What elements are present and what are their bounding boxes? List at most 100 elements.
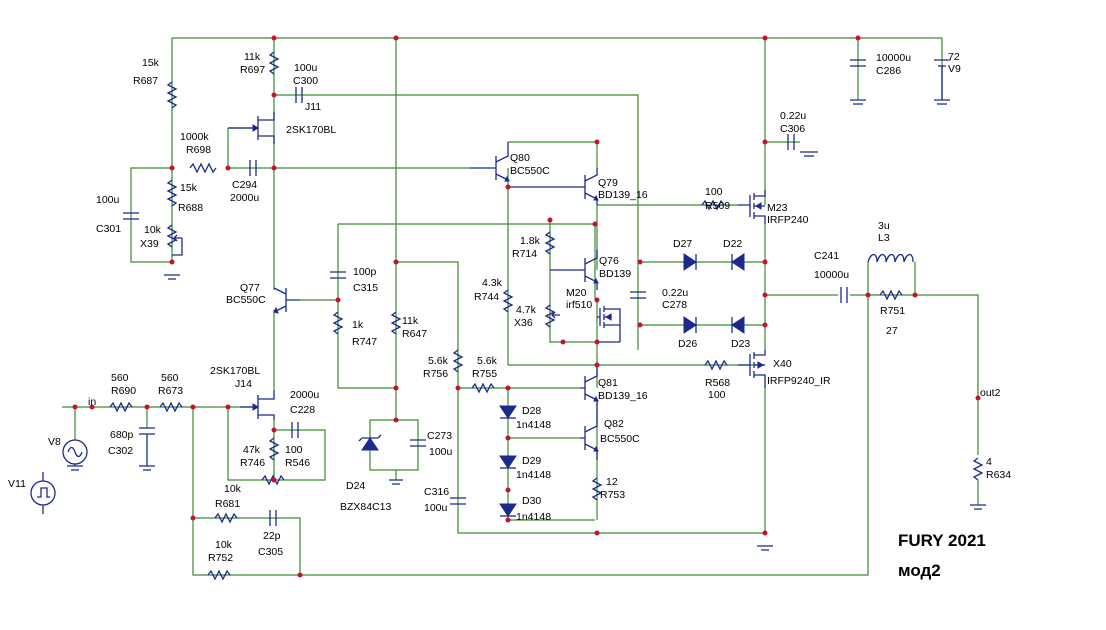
battery-v9-symbol bbox=[934, 59, 950, 100]
capacitor-c316-symbol bbox=[450, 497, 466, 505]
label-q82-ref: Q82 bbox=[604, 418, 624, 430]
label-r681-ref: R681 bbox=[215, 498, 240, 510]
label-q80-ref: Q80 bbox=[510, 152, 530, 164]
capacitor-c301-symbol bbox=[123, 212, 139, 220]
label-r751-ref: R751 bbox=[880, 305, 905, 317]
label-r688-value: 15k bbox=[180, 182, 198, 194]
capacitor-c278-symbol bbox=[630, 291, 646, 299]
resistor-r751-symbol bbox=[879, 289, 903, 301]
label-c294-ref: C294 bbox=[232, 179, 257, 191]
jfet-j14-symbol bbox=[240, 390, 275, 420]
capacitor-c286-symbol bbox=[850, 59, 866, 67]
label-c228-value: 2000u bbox=[290, 389, 319, 401]
label-r690-value: 560 bbox=[111, 372, 129, 384]
label-q79-ref: Q79 bbox=[598, 177, 618, 189]
diode-d29-symbol bbox=[499, 455, 517, 469]
bjt-q80-symbol bbox=[470, 142, 510, 182]
label-c316-ref: C316 bbox=[424, 486, 449, 498]
label-c315-value: 100p bbox=[353, 266, 377, 278]
label-r747-value: 1k bbox=[352, 319, 364, 331]
label-c241-ref: C241 bbox=[814, 250, 839, 262]
source-v11-symbol bbox=[30, 472, 56, 514]
label-m23-value: IRFP240 bbox=[767, 214, 809, 226]
resistor-r673-symbol bbox=[159, 401, 183, 413]
transistors bbox=[228, 112, 766, 460]
capacitor-c241-symbol bbox=[840, 287, 848, 303]
label-r687-value: 15k bbox=[142, 57, 160, 69]
label-r755-ref: R755 bbox=[472, 368, 497, 380]
label-c302-value: 680p bbox=[110, 429, 134, 441]
label-r697-value: 11k bbox=[244, 51, 261, 63]
capacitor-c302-symbol bbox=[139, 427, 155, 466]
resistor-r746-symbol bbox=[261, 474, 285, 486]
label-r687-ref: R687 bbox=[133, 75, 158, 87]
resistors bbox=[109, 51, 984, 581]
resistor-r647-symbol bbox=[390, 311, 402, 335]
label-r746-value: 47k bbox=[243, 444, 261, 456]
label-d26-ref: D26 bbox=[678, 338, 697, 350]
label-j14-ref: J14 bbox=[235, 378, 252, 390]
label-c228-ref: C228 bbox=[290, 404, 315, 416]
label-q81-ref: Q81 bbox=[598, 377, 618, 389]
label-x36-value: 4.7k bbox=[516, 304, 537, 316]
label-c286-value: 10000u bbox=[876, 52, 911, 64]
label-r634-ref: R634 bbox=[986, 469, 1011, 481]
label-c306-value: 0.22u bbox=[780, 110, 806, 122]
label-d29-value: 1n4148 bbox=[516, 469, 551, 481]
label-c301-value: 100u bbox=[96, 194, 120, 206]
label-r753-value: 12 bbox=[606, 476, 618, 488]
label-r690-ref: R690 bbox=[111, 385, 136, 397]
label-r673-value: 560 bbox=[161, 372, 179, 384]
label-m20-ref: M20 bbox=[566, 287, 587, 299]
capacitor-c294-symbol bbox=[249, 160, 257, 176]
diode-d27-symbol bbox=[683, 253, 697, 271]
label-d30-value: 1n4148 bbox=[516, 511, 551, 523]
potentiometer-x36-symbol bbox=[544, 304, 560, 328]
label-r681-value: 10k bbox=[224, 483, 242, 495]
bjt-q82-symbol bbox=[580, 400, 599, 460]
label-r568-value: 100 bbox=[708, 389, 726, 401]
label-r744-ref: R744 bbox=[474, 291, 499, 303]
label-r756-value: 5.6k bbox=[428, 355, 449, 367]
label-d28-value: 1n4148 bbox=[516, 419, 551, 431]
capacitor-c300-symbol bbox=[295, 87, 303, 103]
label-c278-ref: C278 bbox=[662, 299, 687, 311]
label-c305-value: 22p bbox=[263, 530, 281, 542]
label-d22-ref: D22 bbox=[723, 238, 742, 250]
resistor-r755-symbol bbox=[471, 382, 495, 394]
label-c306-ref: C306 bbox=[780, 123, 805, 135]
resistor-r697-symbol bbox=[268, 51, 280, 75]
labels: 15k R687 11k R697 100u C300 J11 2SK170BL… bbox=[8, 51, 1011, 580]
ground-symbols bbox=[67, 99, 986, 551]
label-x39-value: 10k bbox=[144, 224, 162, 236]
label-r546-value: 100 bbox=[285, 444, 303, 456]
capacitor-c305-symbol bbox=[269, 510, 277, 526]
junctions bbox=[72, 35, 981, 578]
diode-d30-symbol bbox=[499, 503, 517, 517]
label-r698-value: 1000k bbox=[180, 131, 209, 143]
resistor-r698-symbol bbox=[189, 162, 217, 174]
label-r714-ref: R714 bbox=[512, 248, 537, 260]
label-c286-ref: C286 bbox=[876, 65, 901, 77]
capacitor-c306-symbol bbox=[787, 134, 795, 150]
label-q76-ref: Q76 bbox=[599, 255, 619, 267]
label-r746-ref: R746 bbox=[240, 457, 265, 469]
source-v8-symbol bbox=[62, 439, 88, 466]
resistor-r747-symbol bbox=[332, 311, 344, 335]
label-m20-value: irf510 bbox=[566, 299, 592, 311]
label-r647-ref: R647 bbox=[402, 328, 427, 340]
label-d30-ref: D30 bbox=[522, 495, 541, 507]
label-r744-value: 4.3k bbox=[482, 277, 503, 289]
label-r752-ref: R752 bbox=[208, 552, 233, 564]
label-c302-ref: C302 bbox=[108, 445, 133, 457]
label-c241-value: 10000u bbox=[814, 269, 849, 281]
potentiometer-x39-symbol bbox=[166, 224, 183, 256]
resistor-r688-symbol bbox=[166, 179, 178, 207]
label-r546-ref: R546 bbox=[285, 457, 310, 469]
label-r568-ref: R568 bbox=[705, 377, 730, 389]
bjt-q76-symbol bbox=[550, 250, 599, 290]
label-v9-ref: V9 bbox=[948, 63, 961, 75]
label-m23-ref: M23 bbox=[767, 202, 788, 214]
label-r752-value: 10k bbox=[215, 539, 233, 551]
resistor-r687-symbol bbox=[166, 81, 178, 109]
